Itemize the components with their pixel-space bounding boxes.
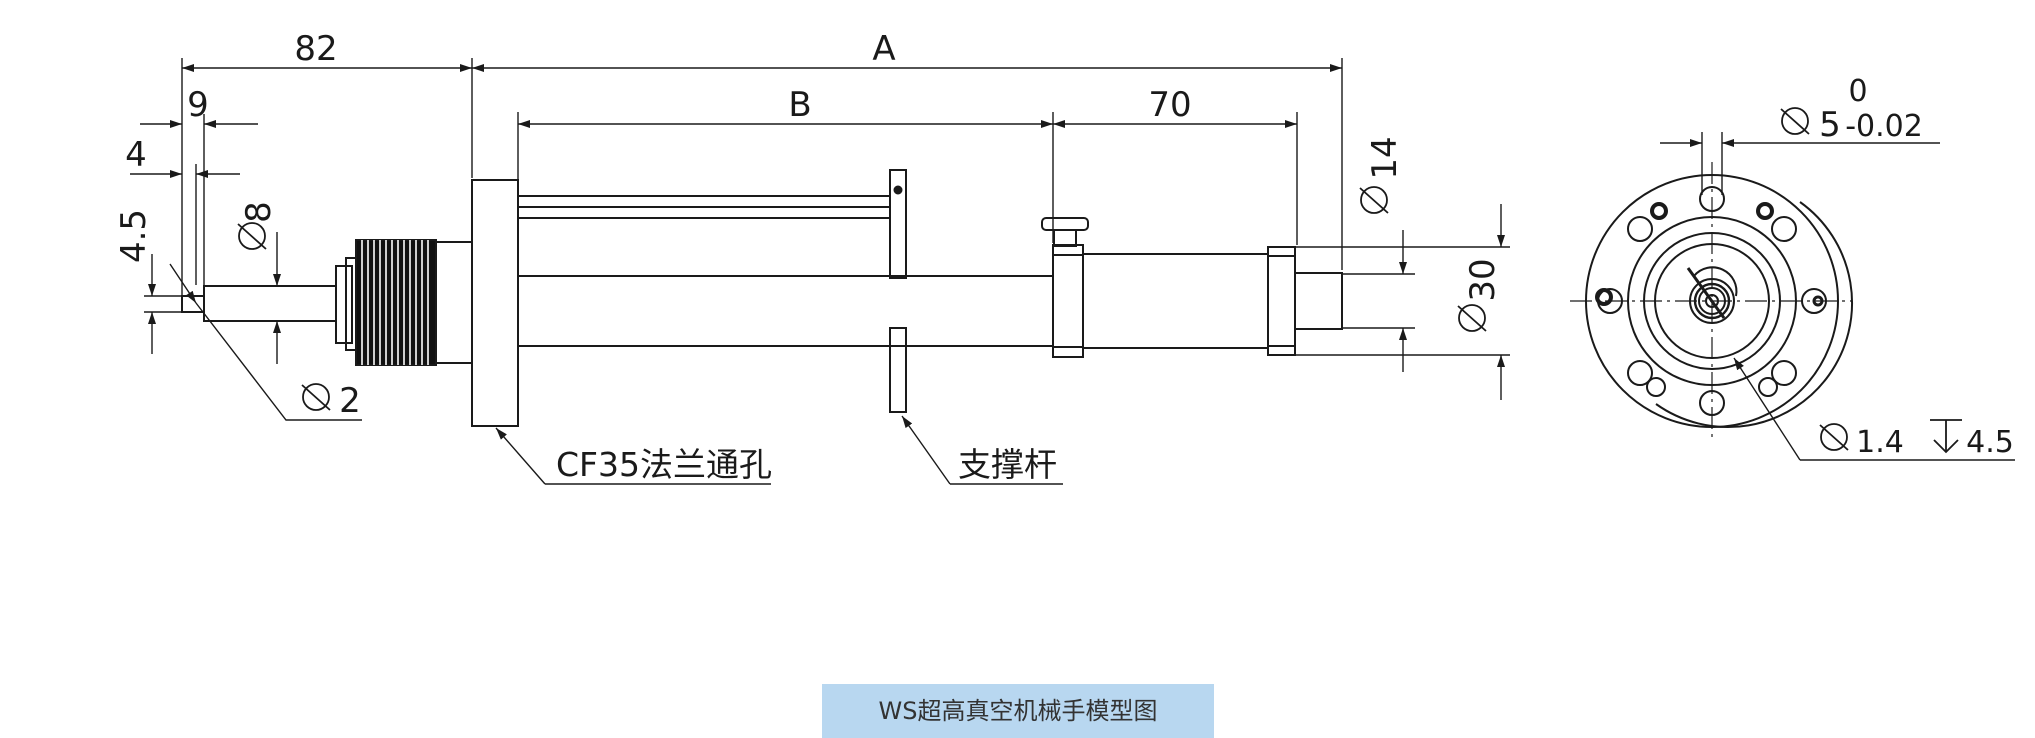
label-cf35-flange: CF35法兰通孔 xyxy=(556,445,772,484)
dim-4: 4 xyxy=(125,135,147,175)
thread-neck xyxy=(435,241,473,364)
dim-dia14: 14 xyxy=(1365,136,1405,179)
cf35-flange xyxy=(471,179,519,427)
dim-dia5: 5 xyxy=(1819,105,1841,145)
dia8-symbol-icon xyxy=(238,222,266,250)
tol-upper: 0 xyxy=(1848,74,1867,109)
dim-dia8: 8 xyxy=(239,201,279,223)
dimension-lines xyxy=(130,58,1510,485)
dim-dia2: 2 xyxy=(339,381,361,421)
bolt-holes xyxy=(1595,186,1827,416)
dim-70: 70 xyxy=(1148,85,1191,125)
dim-4-5: 4.5 xyxy=(114,209,154,263)
dim-depth-4-5: 4.5 xyxy=(1966,425,2014,460)
tol-lower: -0.02 xyxy=(1845,109,1923,144)
dim-B: B xyxy=(788,85,811,125)
front-view xyxy=(1570,132,2015,461)
dim-dia1-4: 1.4 xyxy=(1856,425,1904,460)
main-tube xyxy=(517,275,1054,347)
dia2-symbol-icon xyxy=(302,383,330,411)
dim-82: 82 xyxy=(294,29,337,69)
output-shaft xyxy=(1294,272,1343,330)
housing-rear-ring xyxy=(1267,246,1296,356)
dim-dia30: 30 xyxy=(1463,258,1503,301)
dim-9: 9 xyxy=(187,85,209,125)
support-rod-lower xyxy=(889,327,907,413)
dia1_4-symbol-icon xyxy=(1820,423,1848,451)
diameter-symbols xyxy=(237,107,1962,454)
support-rod-upper xyxy=(889,169,907,279)
dia14-symbol-icon xyxy=(1360,186,1388,214)
dia30-symbol-icon xyxy=(1458,304,1486,332)
thread-collar xyxy=(335,265,353,344)
small-shaft xyxy=(203,285,337,322)
dim-A: A xyxy=(872,29,895,69)
label-support-rod: 支撑杆 xyxy=(958,445,1057,484)
figure-caption: WS超高真空机械手模型图 xyxy=(822,684,1214,738)
housing-body xyxy=(1082,253,1269,349)
housing-front-ring xyxy=(1052,244,1084,358)
dimension-text: 82 A B 70 9 4 4.5 8 2 14 30 0 5 -0.02 1.… xyxy=(114,29,2014,484)
top-knob xyxy=(1041,217,1089,231)
dia5-symbol-icon xyxy=(1781,107,1809,135)
side-view xyxy=(181,169,1343,427)
